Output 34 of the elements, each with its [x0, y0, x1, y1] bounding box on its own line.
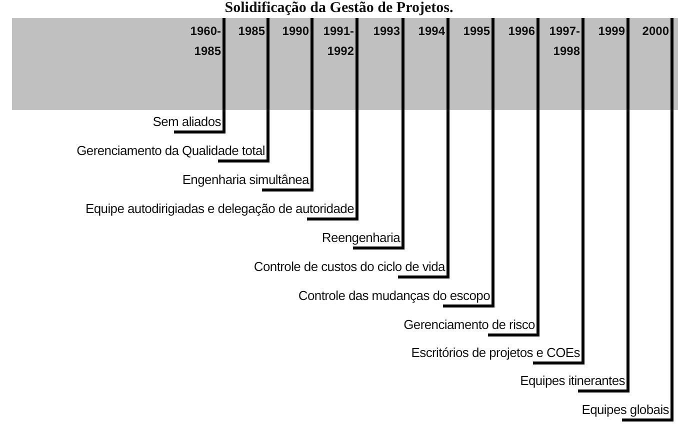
year-label: 1990 [270, 18, 312, 62]
leader-line [443, 18, 494, 308]
timeline-item: Equipes globais [582, 401, 669, 419]
leader-line [488, 18, 540, 336]
year-label: 1996 [495, 18, 538, 62]
leader-line [262, 18, 314, 192]
timeline-item: Sem aliados [152, 113, 221, 131]
leader-line [533, 18, 584, 364]
timeline-item: Reengenharia [322, 229, 400, 247]
year-label: 1999 [585, 18, 628, 62]
year-label: 1997- 1998 [540, 18, 583, 62]
timeline-item: Gerenciamento de risco [404, 316, 535, 334]
year-label: 1994 [405, 18, 448, 62]
year-label: 1960- 1985 [180, 18, 224, 62]
year-label: 1991- 1992 [314, 18, 357, 62]
year-label: 1995 [450, 18, 493, 62]
leader-line [578, 18, 630, 392]
year-label: 2000 [630, 18, 672, 62]
title: Solidificação da Gestão de Projetos. [224, 0, 454, 16]
leader-line [307, 18, 358, 220]
timeline-item: Controle de custos do ciclo de vida [254, 258, 445, 276]
year-label: 1993 [359, 18, 403, 62]
leader-line [353, 18, 404, 250]
leader-line [218, 18, 270, 162]
timeline-item: Equipes itinerantes [520, 372, 625, 390]
year-label: 1985 [226, 18, 268, 62]
leader-line [622, 18, 674, 422]
timeline-item: Controle das mudanças do escopo [298, 287, 490, 305]
timeline-item: Escritórios de projetos e COEs [411, 344, 580, 362]
leader-line [398, 18, 450, 278]
timeline-item: Equipe autodirigiadas e delegação de autoridade [85, 200, 354, 218]
leader-line [174, 18, 226, 134]
timeline-item: Engenharia simultânea [182, 171, 309, 189]
timeline-item: Gerenciamento da Qualidade total [76, 142, 265, 160]
